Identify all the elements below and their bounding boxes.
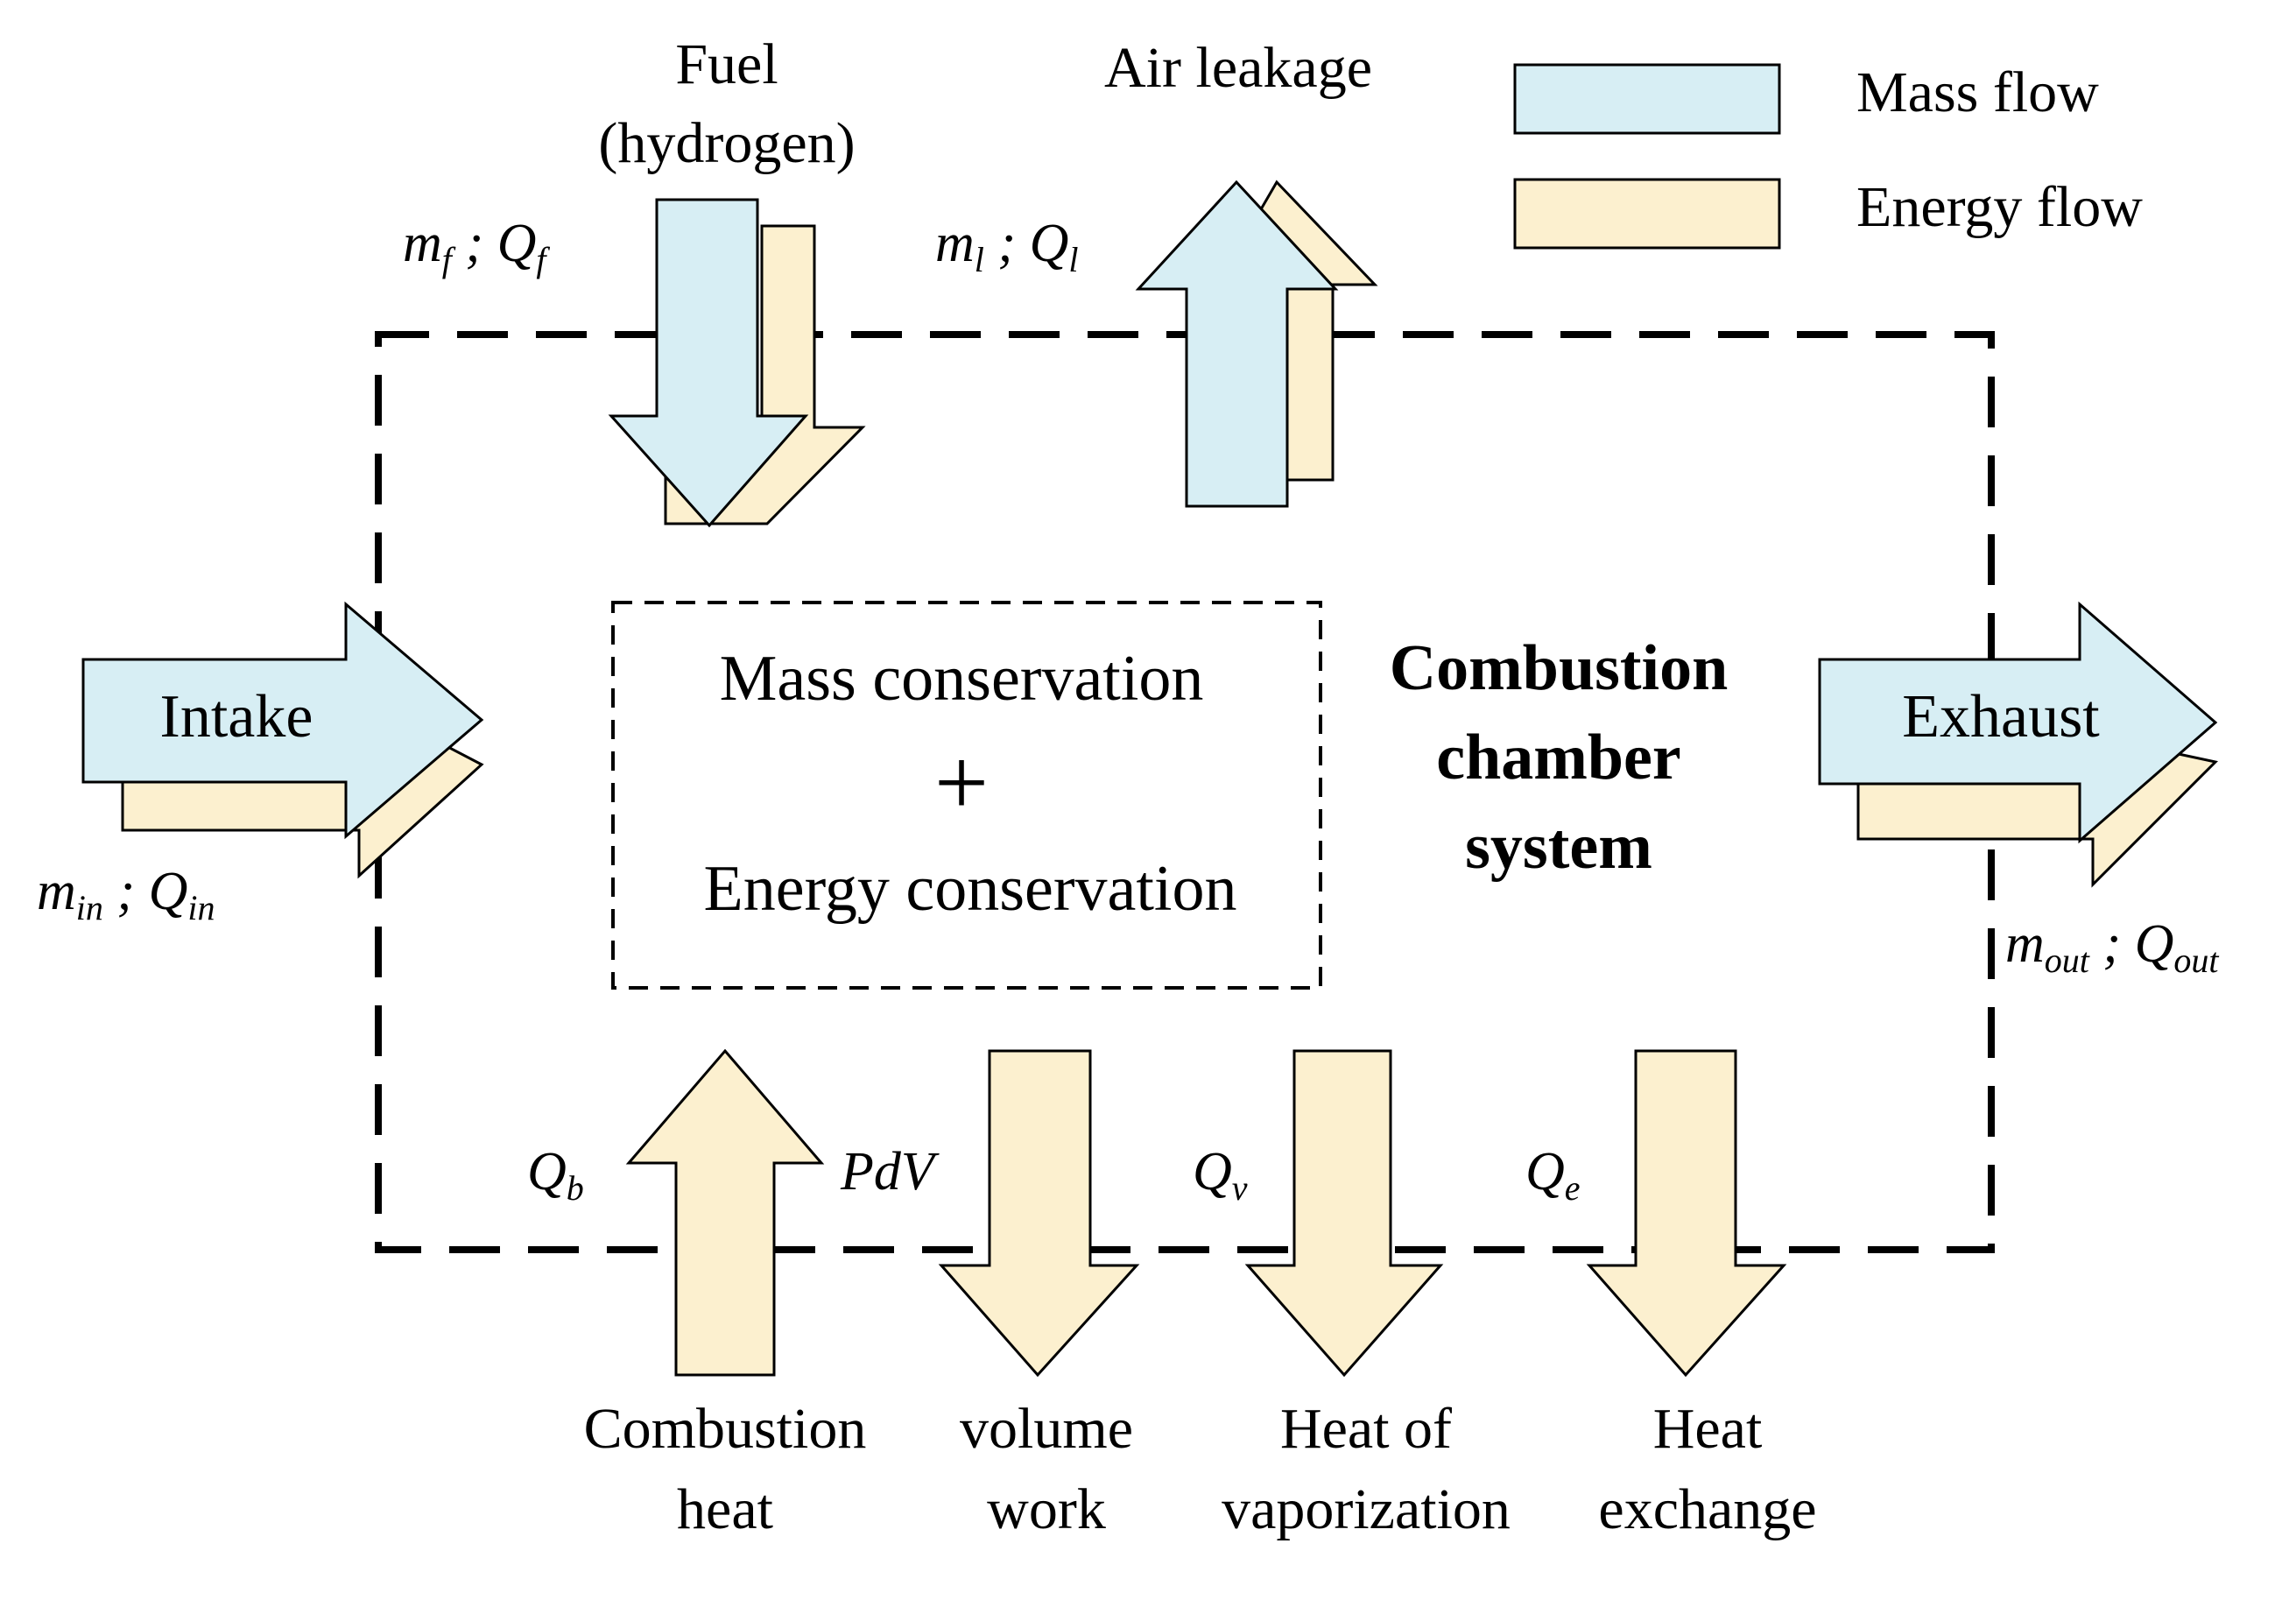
legend-energy-swatch (1513, 178, 1781, 250)
combustion-heat-label-line2: heat (677, 1477, 773, 1541)
pdv-symbol: PdV (840, 1142, 940, 1202)
heat-exchange-arrow (1586, 1049, 1787, 1378)
volume-work-label-line2: work (987, 1477, 1106, 1541)
legend-energy-label: Energy flow (1856, 175, 2143, 239)
fuel-arrow (608, 198, 866, 528)
fuel-symbol: mf ; Qf (403, 214, 550, 279)
intake-symbol: min ; Qin (37, 862, 215, 927)
heat-exchange-label-line2: exchange (1598, 1477, 1816, 1541)
legend-mass-swatch (1513, 63, 1781, 135)
air-leakage-label: Air leakage (1104, 36, 1372, 100)
heat-of-vaporization-arrow (1244, 1049, 1444, 1378)
vaporization-label-line1: Heat of (1280, 1397, 1452, 1461)
legend-mass-label: Mass flow (1856, 60, 2099, 124)
intake-mass-shape (81, 601, 484, 840)
qb-symbol: Qb (527, 1142, 584, 1208)
exhaust-symbol: mout ; Qout (2005, 914, 2219, 980)
volume-work-arrow (938, 1049, 1140, 1378)
fuel-mass-shape (608, 198, 809, 528)
exhaust-mass-shape (1818, 601, 2218, 844)
vaporization-label-line2: vaporization (1222, 1477, 1511, 1541)
energy-conservation-label: Energy conservation (704, 853, 1237, 925)
system-label-line2: chamber (1436, 722, 1681, 793)
volume-work-label-line1: volume (960, 1397, 1133, 1461)
intake-arrow (81, 601, 484, 879)
exhaust-arrow (1818, 601, 2219, 888)
leak-symbol: ml ; Ql (935, 214, 1078, 279)
system-label-line1: Combustion (1390, 632, 1729, 704)
fuel-label-line1: Fuel (675, 32, 778, 96)
air-leakage-arrow (1135, 180, 1378, 508)
intake-label: Intake (160, 683, 313, 751)
heat-exchange-label-line1: Heat (1653, 1397, 1763, 1461)
leak-mass-shape (1135, 180, 1339, 508)
combustion-heat-label-line1: Combustion (584, 1397, 867, 1461)
system-label: Combustion chamber system (1390, 632, 1729, 883)
conservation-box (611, 601, 1322, 990)
plus-sign: + (934, 729, 989, 835)
combustion-heat-arrow (625, 1048, 825, 1377)
mass-conservation-label: Mass conservation (720, 643, 1204, 715)
qe-symbol: Qe (1525, 1142, 1581, 1208)
exhaust-label: Exhaust (1902, 683, 2100, 751)
legend: Mass flow Energy flow (1513, 60, 2143, 250)
system-label-line3: system (1465, 811, 1652, 883)
system-boundary (375, 331, 1995, 1253)
fuel-label-line2: (hydrogen) (598, 111, 855, 175)
qv-symbol: Qv (1193, 1142, 1248, 1208)
